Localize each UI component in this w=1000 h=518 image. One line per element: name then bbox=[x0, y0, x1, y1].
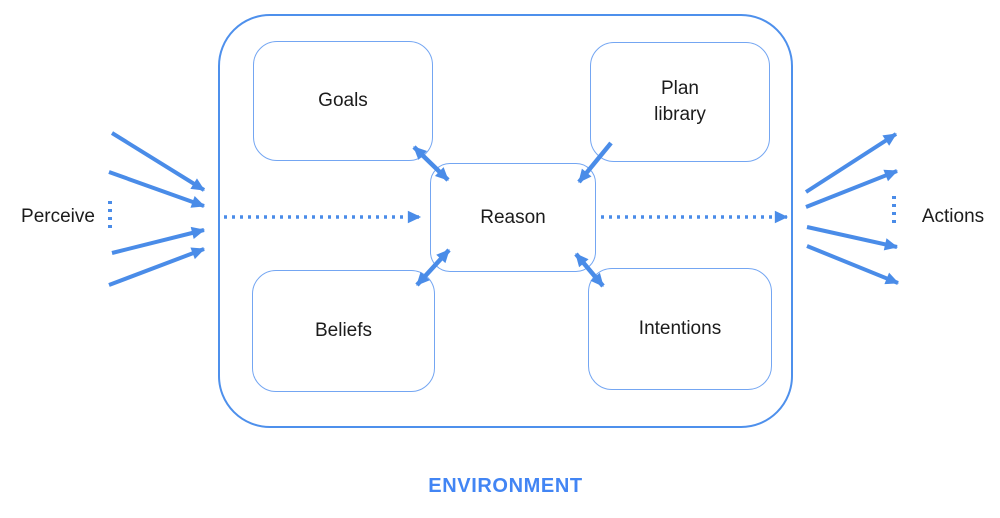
perceive-arrow-4 bbox=[108, 247, 206, 287]
perceive-arrow-2 bbox=[108, 170, 206, 208]
node-reason-label: Reason bbox=[480, 206, 546, 228]
actions-arrow-1 bbox=[804, 132, 898, 194]
actions-label: Actions bbox=[921, 206, 985, 227]
node-beliefs: Beliefs bbox=[252, 270, 435, 392]
node-intentions: Intentions bbox=[588, 268, 772, 390]
environment-boundary bbox=[218, 14, 793, 428]
node-reason: Reason bbox=[430, 163, 596, 272]
node-beliefs-label: Beliefs bbox=[314, 320, 373, 342]
environment-label: ENVIRONMENT bbox=[428, 475, 583, 497]
node-goals: Goals bbox=[253, 41, 433, 161]
perceive-arrow-1 bbox=[110, 131, 206, 192]
actions-arrow-3 bbox=[806, 225, 899, 251]
node-goals-label: Goals bbox=[318, 90, 368, 112]
node-plan-library-label: Plan library bbox=[654, 78, 706, 125]
node-plan-library: Plan library bbox=[590, 42, 770, 162]
perceive-arrow-3 bbox=[111, 226, 206, 255]
node-intentions-label: Intentions bbox=[638, 318, 722, 340]
perceive-label: Perceive bbox=[21, 206, 95, 227]
actions-arrow-2 bbox=[805, 169, 899, 209]
actions-arrow-4 bbox=[806, 244, 900, 285]
